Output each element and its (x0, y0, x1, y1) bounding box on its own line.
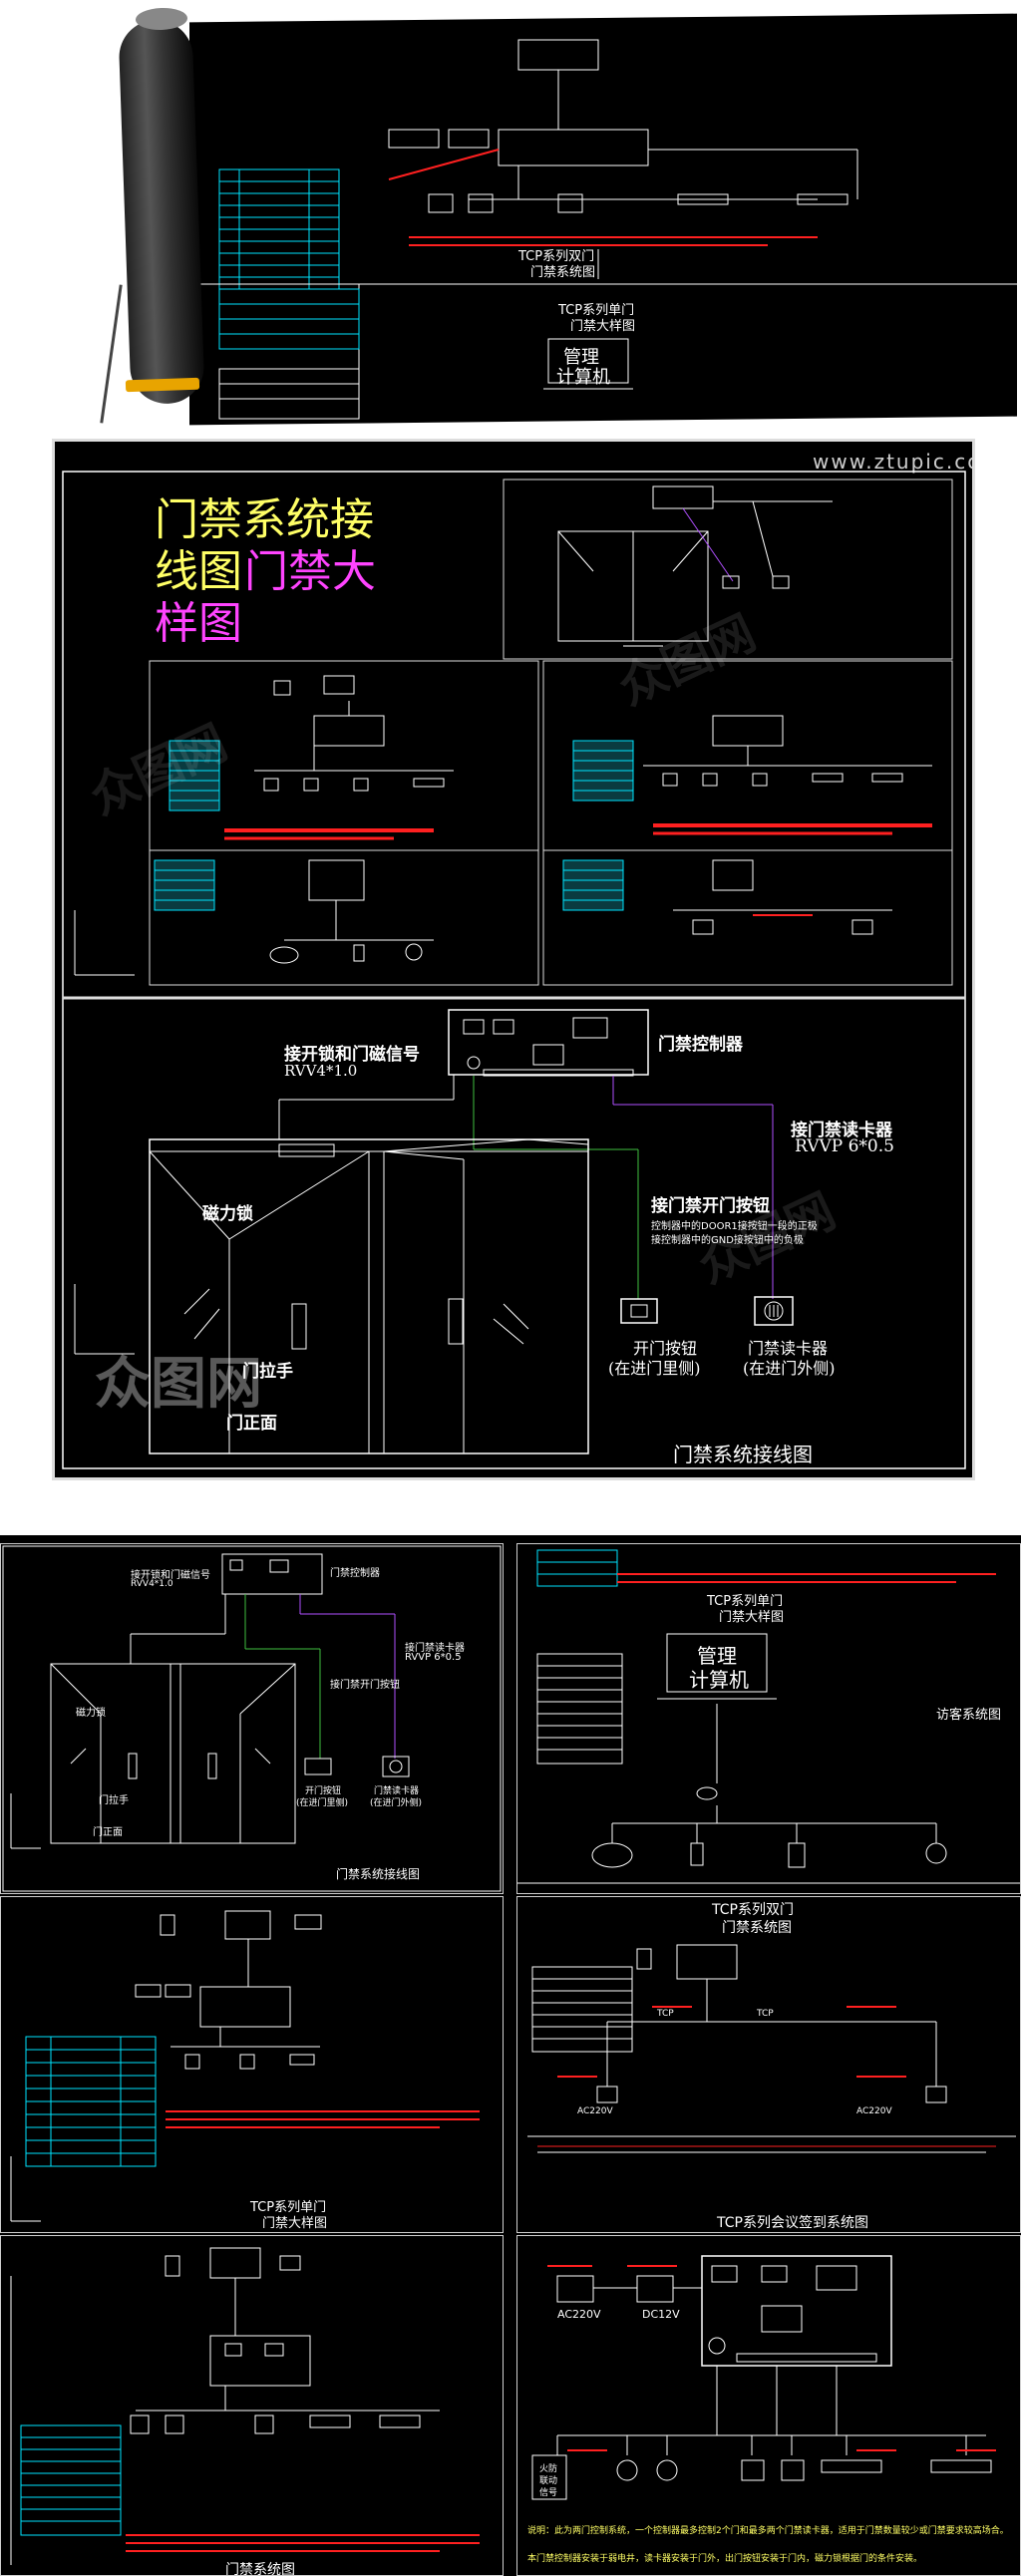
bottom-right-note-2: 本门禁控制器安装于弱电井，读卡器安装于门外，出门按钮安装于门内，磁力锁根据门的条… (527, 2554, 923, 2564)
big-wiring-caption: 门禁系统接线图 (673, 1443, 813, 1466)
visitor-diagram (517, 1549, 1020, 1884)
hero-diagram (62, 471, 966, 1469)
sub-button-title: 接门禁开门按钮 (330, 1680, 400, 1691)
visitor-system-label: 访客系统图 (936, 1708, 1002, 1723)
big-open-button-loc: (在进门里侧) (608, 1359, 701, 1378)
big-button-note-2: 接控制器中的GND接按钮中的负极 (651, 1235, 804, 1246)
big-reader-cable: RVVP 6*0.5 (795, 1136, 894, 1156)
double-door-panel: TCP系列双门 门禁系统图 TCP TCP AC220V AC220V TCP系… (516, 1896, 1021, 2233)
big-button-title: 接门禁开门按钮 (651, 1196, 770, 1216)
visitor-mgmt-1: 管理 (697, 1644, 737, 1668)
sub-reader-cable-title: 接门禁读卡器 (405, 1643, 465, 1654)
bottom-left-panel: 门禁系统图 (0, 2235, 504, 2576)
hero-panel: www.ztupic.com (52, 439, 975, 1480)
bottom-left-title: 门禁系统图 (225, 2562, 295, 2576)
rolled-blueprint: TCP系列双门 门禁系统图 TCP系列单门 门禁大样图 管理 计算机 (120, 10, 1017, 429)
sub-card-reader-loc: (在进门外侧) (370, 1798, 423, 1808)
roll-mgmt-pc-2: 计算机 (556, 367, 610, 388)
visitor-panel: TCP系列单门 门禁大样图 管理 计算机 访客系统图 (516, 1543, 1021, 1894)
bottom-right-diagram (531, 2255, 996, 2500)
roll-subtitle-single: 门禁大样图 (570, 319, 636, 334)
sub-lock-cable-label: RVV4*1.0 (131, 1579, 173, 1589)
double-door-title-2: 门禁系统图 (722, 1920, 792, 1936)
ac-label-1: AC220V (577, 2106, 613, 2116)
watermark-brand-2: 众图网 (95, 1352, 262, 1417)
meeting-title: TCP系列会议签到系统图 (717, 2215, 868, 2231)
big-card-reader-loc: (在进门外侧) (743, 1359, 836, 1378)
big-lock-cable-label: RVV4*1.0 (284, 1062, 358, 1080)
roll-title-single: TCP系列单门 (558, 303, 635, 318)
single-door-diagram (10, 1910, 480, 2222)
power-ac-label: AC220V (557, 2308, 601, 2321)
power-dc-label: DC12V (642, 2308, 680, 2321)
single-door-title-2: 门禁大样图 (262, 2216, 328, 2231)
sub-open-button-label: 开门按钮 (305, 1786, 342, 1796)
big-lock-signal-label: 接开锁和门磁信号 (284, 1045, 420, 1065)
single-door-title-1: TCP系列单门 (250, 2200, 327, 2215)
big-button-note-1: 控制器中的DOOR1接按钮一段的正极 (651, 1221, 818, 1232)
big-door-frame-label: 门正面 (226, 1414, 277, 1434)
roll-title-double: TCP系列双门 (518, 249, 595, 264)
hero-title-line2b: 门禁大 (244, 546, 376, 597)
sub-handle-label: 门拉手 (99, 1795, 129, 1806)
sub-wiring-panel: 门禁控制器 接开锁和门磁信号 RVV4*1.0 接门禁读卡器 RVVP 6*0.… (0, 1543, 504, 1894)
roll-subtitle-double: 门禁系统图 (530, 265, 596, 280)
single-door-panel: TCP系列单门 门禁大样图 (0, 1896, 504, 2233)
big-mag-lock-label: 磁力锁 (202, 1204, 253, 1224)
sub-controller-label: 门禁控制器 (330, 1568, 380, 1579)
visitor-title-1: TCP系列单门 (707, 1594, 784, 1609)
sub-wiring-caption: 门禁系统接线图 (336, 1867, 421, 1881)
roll-mgmt-pc-1: 管理 (563, 347, 599, 368)
sub-open-button-loc: (在进门里侧) (296, 1798, 349, 1808)
sub-reader-cable: RVVP 6*0.5 (405, 1652, 462, 1663)
big-card-reader-label: 门禁读卡器 (748, 1339, 829, 1358)
sub-wiring-diagram (2, 1545, 502, 1892)
fire-label-3: 信号 (539, 2488, 558, 2498)
sub-card-reader-label: 门禁读卡器 (374, 1786, 420, 1796)
big-controller-label: 门禁控制器 (658, 1035, 743, 1055)
tcp-label-2: TCP (657, 2009, 674, 2019)
sub-mag-lock-label: 磁力锁 (76, 1708, 106, 1719)
hero-title-line3: 样图 (155, 598, 242, 649)
bottom-right-panel: AC220V DC12V 火防 联动 信号 说明：此为两门控制系统，一个控制器最… (516, 2235, 1021, 2576)
fire-label-1: 火防 (539, 2464, 558, 2474)
roll-cylinder (118, 18, 205, 406)
bottom-left-diagram (10, 2247, 480, 2565)
big-handle-label: 门拉手 (242, 1362, 293, 1382)
hero-title-line2a: 线图 (155, 546, 242, 597)
double-door-title-1: TCP系列双门 (712, 1902, 794, 1918)
big-reader-cable-title: 接门禁读卡器 (791, 1121, 892, 1140)
big-open-button-label: 开门按钮 (633, 1339, 698, 1358)
hero-title-line1: 门禁系统接 (155, 494, 374, 545)
visitor-mgmt-2: 计算机 (689, 1668, 749, 1692)
sub-door-frame-label: 门正面 (93, 1827, 123, 1838)
rolled-blueprint-lines (189, 39, 1017, 420)
ac-label-2: AC220V (856, 2106, 892, 2116)
visitor-title-2: 门禁大样图 (719, 1610, 785, 1625)
sub-lock-signal-label: 接开锁和门磁信号 (131, 1570, 210, 1581)
double-door-diagram (527, 1944, 1016, 2153)
tcp-label-1: TCP (757, 2009, 774, 2019)
watermark-site: www.ztupic.com (813, 450, 972, 474)
fire-label-2: 联动 (539, 2476, 558, 2486)
roll-band (125, 377, 200, 393)
bottom-right-note: 说明：此为两门控制系统，一个控制器最多控制2个门和最多两个门禁读卡器，适用于门禁… (527, 2526, 1009, 2536)
